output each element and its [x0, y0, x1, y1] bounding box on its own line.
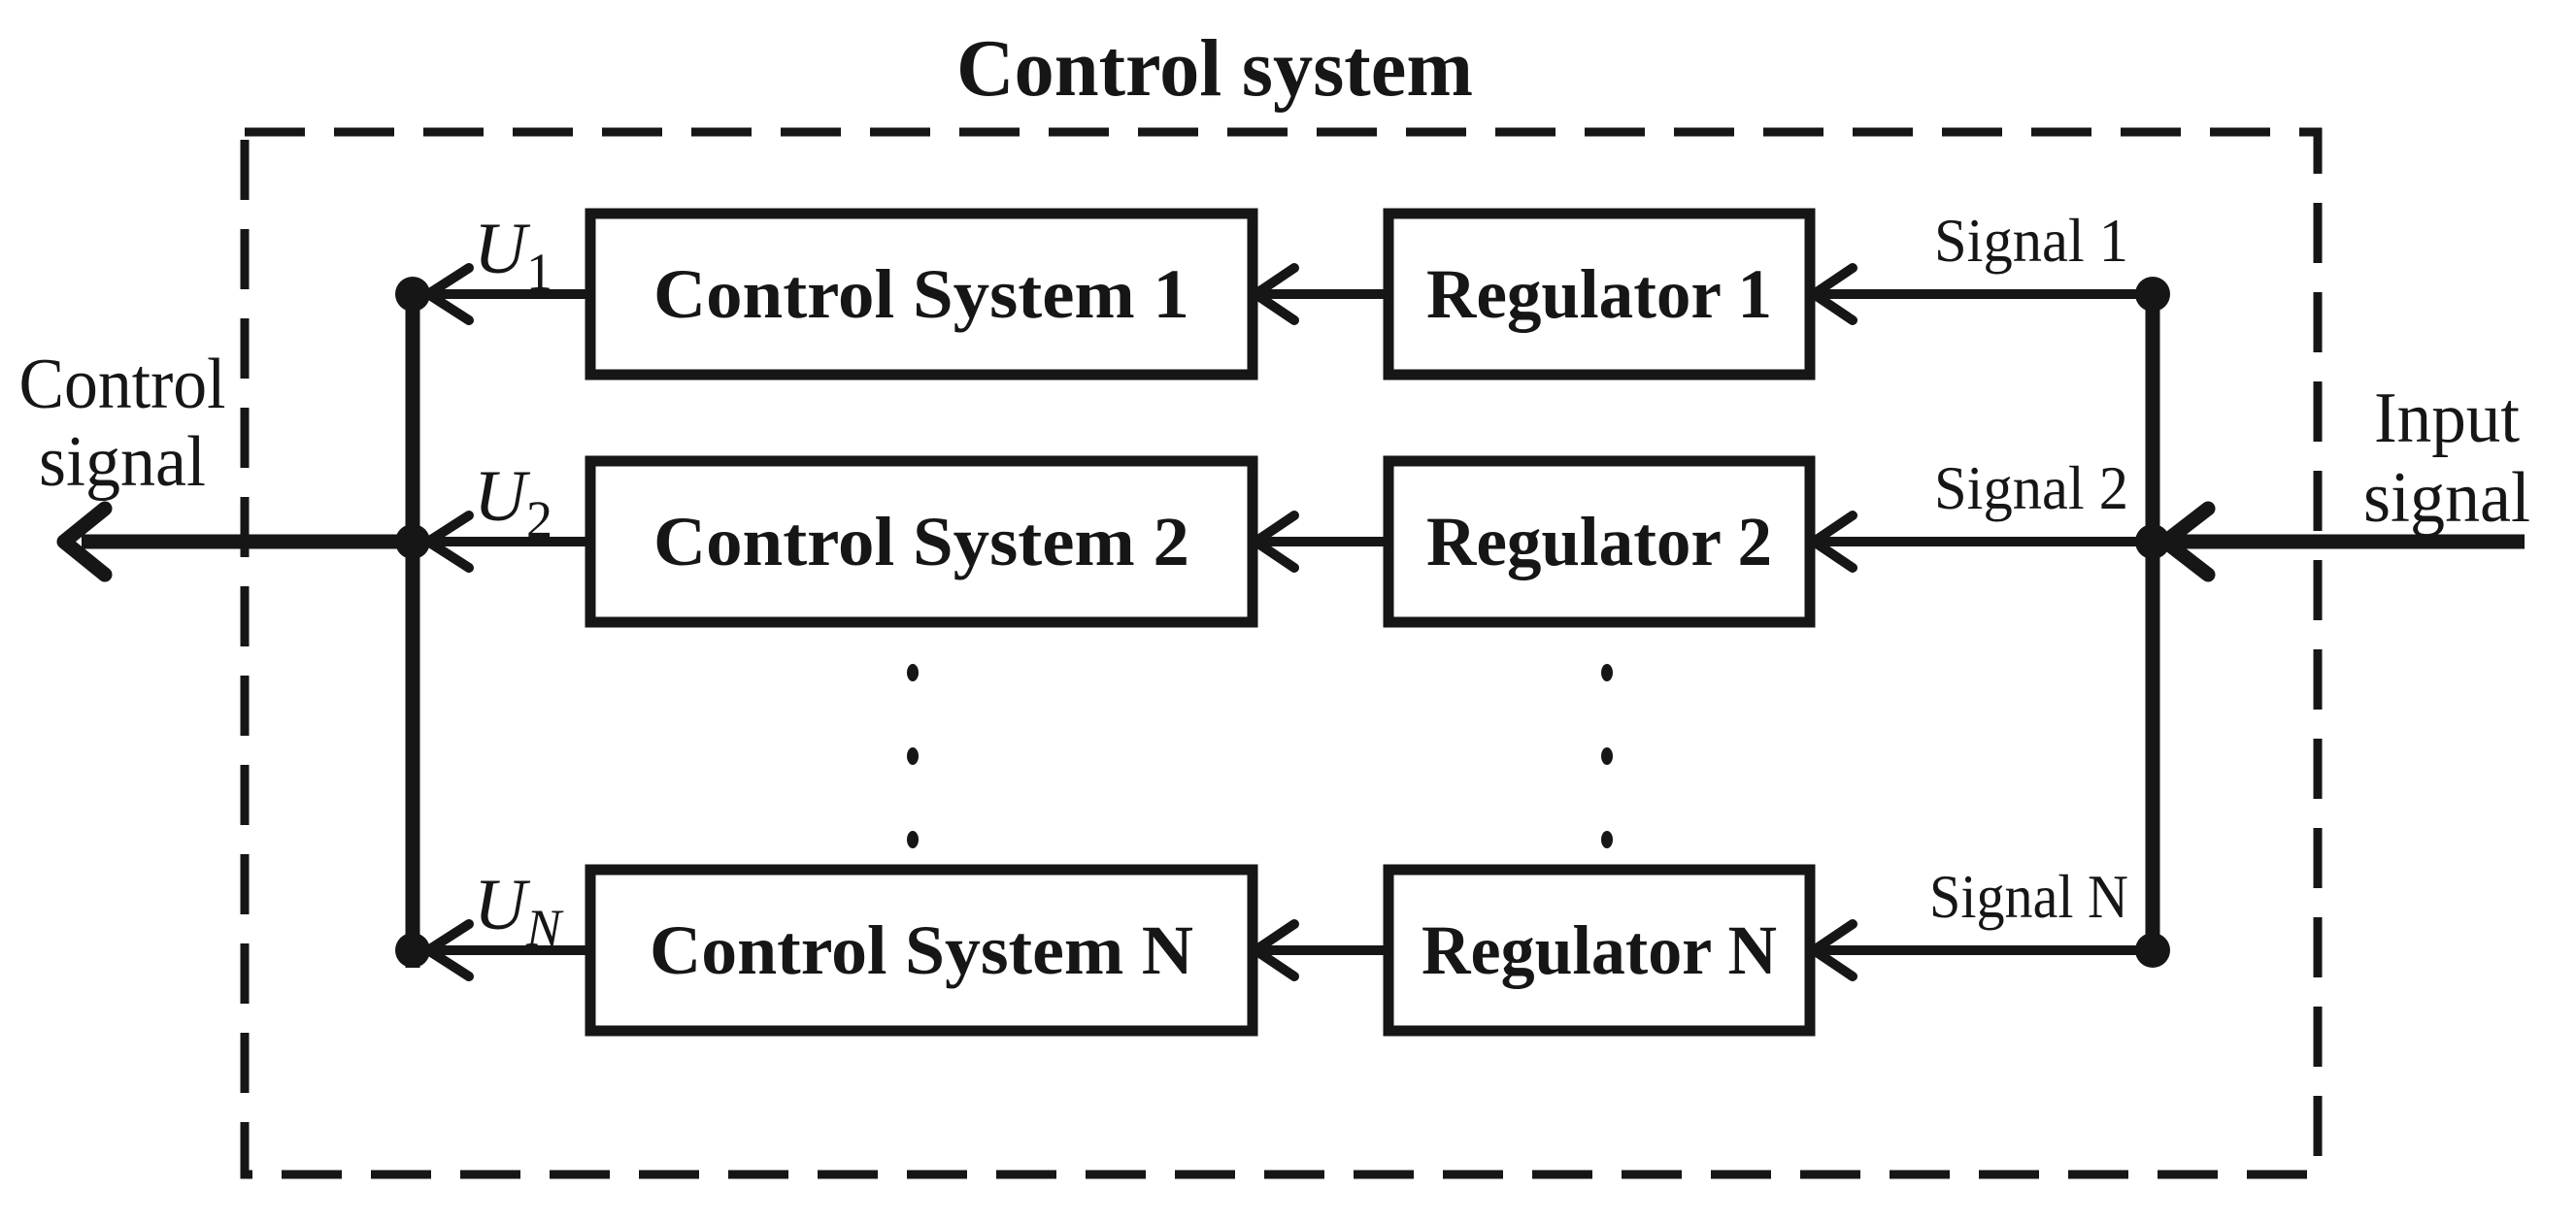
control-signal-arrowhead	[56, 501, 113, 582]
right-junction-dot-1	[2135, 277, 2170, 312]
regulator-1-block	[1383, 208, 1816, 380]
signal-label-1: Signal 1	[1934, 206, 2128, 275]
regulator-n-label: Regulator N	[1422, 911, 1777, 989]
u-label-2: U	[474, 456, 531, 537]
regulator-n-block	[1383, 864, 1816, 1037]
left-junction-dot-2	[395, 524, 430, 559]
right-junction-dot-n	[2135, 933, 2170, 968]
u-label-n: U	[474, 865, 531, 945]
regulator-2-label: Regulator 2	[1426, 503, 1772, 580]
input-signal-label: Input signal	[2363, 379, 2530, 538]
ellipsis-dot	[907, 664, 919, 681]
u-label-n-subscript: N	[525, 899, 564, 957]
ellipsis-dot	[1601, 747, 1613, 765]
control-signal-label: Control signal	[19, 345, 226, 502]
system-boundary	[240, 127, 2323, 1179]
signal-arrowhead-n	[1809, 919, 1857, 981]
control-signal-label-line2: signal	[39, 422, 206, 502]
diagram-title: Control system	[956, 23, 1473, 114]
signal-arrowhead-1	[1809, 263, 1857, 325]
regulator-to-control-arrowhead-1	[1251, 263, 1299, 325]
control-system-n-label: Control System N	[650, 911, 1193, 989]
control-system-2-label: Control System 2	[653, 503, 1189, 580]
right-column-ellipsis	[1601, 664, 1613, 848]
row-n: Control System N Regulator N U N Signal …	[395, 862, 2170, 1037]
right-junction-dot-2	[2135, 524, 2170, 559]
row-1: Control System 1 Regulator 1 U 1 Signal …	[395, 206, 2170, 380]
control-signal-label-line1: Control	[19, 345, 226, 424]
ellipsis-dot	[907, 747, 919, 765]
signal-label-2: Signal 2	[1934, 453, 2128, 522]
u-label-1: U	[474, 209, 531, 289]
regulator-1-label: Regulator 1	[1426, 255, 1772, 333]
regulator-to-control-arrowhead-n	[1251, 919, 1299, 981]
input-signal-label-line2: signal	[2363, 458, 2530, 538]
ellipsis-dot	[1601, 831, 1613, 848]
left-column-ellipsis	[907, 664, 919, 848]
ellipsis-dot	[907, 831, 919, 848]
u-label-1-subscript: 1	[526, 243, 552, 301]
regulator-to-control-arrowhead-2	[1251, 511, 1299, 573]
row-2: Control System 2 Regulator 2 U 2 Signal …	[395, 453, 2170, 628]
control-system-1-label: Control System 1	[653, 255, 1189, 333]
left-junction-dot-n	[395, 933, 430, 968]
ellipsis-dot	[1601, 664, 1613, 681]
control-system-1-block	[585, 208, 1258, 380]
input-signal-label-line1: Input	[2374, 379, 2520, 458]
left-junction-dot-1	[395, 277, 430, 312]
signal-arrowhead-2	[1809, 511, 1857, 573]
signal-label-n: Signal N	[1929, 862, 2128, 931]
u-label-2-subscript: 2	[526, 490, 552, 548]
